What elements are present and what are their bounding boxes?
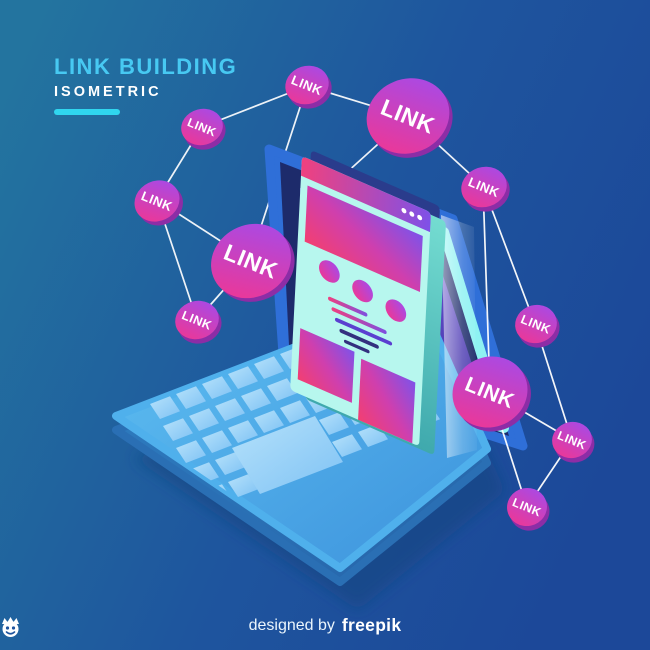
link-badge: LINK [452, 356, 531, 432]
link-badge: LINK [366, 78, 453, 158]
link-badge: LINK [285, 65, 332, 109]
badge-face [211, 223, 291, 299]
badge-face [134, 180, 180, 222]
keyboard-key [163, 418, 193, 441]
keyboard-key [228, 366, 258, 389]
card-hero-image [304, 185, 423, 293]
link-badge: LINK [515, 304, 560, 348]
keyboard-key [189, 408, 219, 431]
badge-face [515, 304, 557, 344]
freepik-logo-icon [2, 617, 19, 637]
card-header-bar [300, 157, 431, 233]
keyboard-key [215, 398, 245, 421]
badge-face [175, 300, 219, 340]
badge-face [507, 487, 547, 527]
card-avatar-circles [318, 260, 407, 322]
keyboard-key [319, 412, 349, 435]
card-section-right [358, 358, 416, 444]
keyboard-key [228, 474, 258, 497]
keyboard-key [215, 452, 245, 475]
badge-face [285, 65, 329, 105]
trackpad [232, 416, 343, 494]
credit-text: designed by [248, 616, 335, 634]
link-badge: LINK [552, 421, 595, 463]
badge-face [452, 356, 528, 428]
keyboard-key [202, 430, 232, 453]
poster-title-block: LINK BUILDING ISOMETRIC [54, 56, 237, 115]
card-section-left [297, 328, 355, 403]
webpage-card [290, 150, 447, 456]
keyboard-key [241, 388, 271, 411]
link-badge: LINK [211, 223, 295, 302]
title-underline [54, 108, 120, 115]
link-badge: LINK [175, 300, 222, 344]
badge-face [461, 166, 507, 208]
brand-text: freepik [341, 615, 402, 635]
card-front [290, 156, 432, 447]
keyboard-key [228, 420, 258, 443]
badge-face [181, 108, 223, 146]
poster-subtitle: ISOMETRIC [54, 84, 162, 100]
footer-credit: designed by freepik [0, 615, 650, 637]
keyboard-key [254, 356, 284, 379]
window-dots-icon [401, 207, 423, 221]
link-badges: LINKLINKLINKLINKLINKLINKLINKLINKLINKLINK… [134, 65, 595, 531]
badge-face [552, 421, 592, 459]
keyboard-key [332, 434, 362, 457]
keyboard-key [254, 410, 284, 433]
keyboard-key [176, 386, 206, 409]
keyboard-key [280, 400, 310, 423]
keyboard-key [267, 378, 297, 401]
link-badge: LINK [134, 180, 183, 226]
keyboard-key [176, 440, 206, 463]
link-badge: LINK [461, 166, 510, 212]
link-badge: LINK [507, 487, 550, 531]
badge-face [366, 78, 450, 154]
link-badge: LINK [181, 108, 226, 150]
keyboard-key [150, 396, 180, 419]
keyboard-key [202, 376, 232, 399]
card-text-lines [328, 296, 393, 354]
poster-title: LINK BUILDING [54, 54, 238, 79]
